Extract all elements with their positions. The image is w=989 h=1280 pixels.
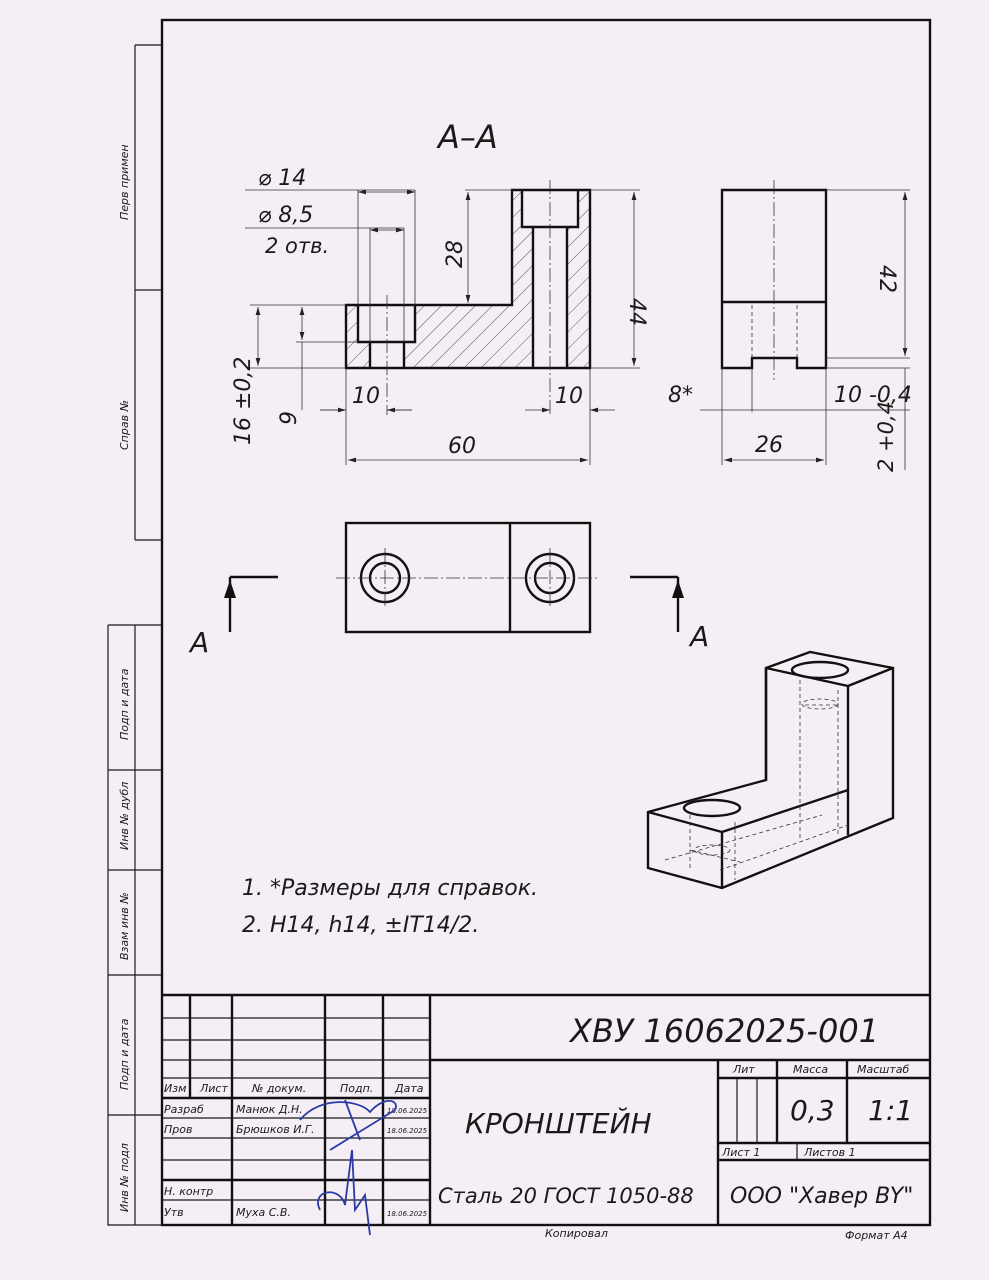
dim-26: 26 — [755, 433, 783, 458]
strip-label: Инв № дубл — [118, 782, 131, 850]
isometric-hidden-lines — [664, 680, 849, 880]
drawing-text: Муха С.В. — [236, 1206, 291, 1219]
drawing-text: Пров — [164, 1123, 192, 1136]
drawing-text: Масса — [793, 1063, 828, 1076]
strip-label: Инв № подл — [118, 1143, 131, 1212]
drawing-text: Подп. — [340, 1082, 373, 1095]
drawing-text: Масштаб — [857, 1063, 909, 1076]
dim-10-tol: 10 -0,4 — [834, 383, 912, 408]
designation: ХВУ 16062025-001 — [568, 1012, 879, 1050]
strip-label: Перв примен — [118, 144, 131, 220]
dim-dia14: ⌀ 14 — [258, 166, 306, 191]
side-view: 42 8* 10 -0,4 26 2 +0,4 — [668, 180, 912, 472]
isometric-view — [646, 650, 895, 890]
mass-value: 0,3 — [790, 1094, 835, 1127]
section-dimensions: ⌀ 14 ⌀ 8,5 2 отв. 28 44 16 ±0,2 9 10 10 … — [231, 166, 649, 465]
drawing-text: Н. контр — [164, 1185, 213, 1198]
drawing-text: Лит — [732, 1063, 755, 1076]
dim-10-right: 10 — [555, 384, 583, 409]
dim-28: 28 — [443, 240, 468, 268]
strip-label: Справ № — [118, 400, 131, 450]
dim-10-left: 10 — [352, 384, 380, 409]
drawing-text: Утв — [164, 1206, 184, 1219]
drawing-text: Изм — [164, 1082, 186, 1095]
dim-2-tol: 2 +0,4 — [874, 401, 898, 472]
signatures — [299, 1099, 397, 1236]
section-view — [344, 180, 592, 415]
title-block: ХВУ 16062025-001 КРОНШТЕЙН Сталь 20 ГОСТ… — [162, 993, 930, 1225]
dim-42: 42 — [874, 265, 899, 293]
top-view — [336, 521, 600, 634]
drawing-text: А — [688, 620, 709, 653]
dim-holes: 2 отв. — [265, 234, 329, 258]
drawing-text: Брюшков И.Г. — [236, 1123, 315, 1136]
company: ООО "Хавер BY" — [730, 1184, 913, 1209]
drawing-text: Разраб — [164, 1103, 204, 1116]
dim-8-ref: 8* — [668, 383, 693, 408]
part-name: КРОНШТЕЙН — [465, 1106, 652, 1140]
dim-dia85: ⌀ 8,5 — [258, 203, 313, 228]
drawing-text: 18.06.2025 — [387, 1107, 428, 1115]
drawing-text: Манюк Д.Н. — [236, 1103, 303, 1116]
strip-label: Подп и дата — [118, 1018, 131, 1090]
format-label: Формат А4 — [845, 1229, 908, 1242]
drawing-text: Листов 1 — [803, 1146, 856, 1159]
drawing-frame — [107, 18, 932, 1227]
drawing-text: 18.06.2025 — [387, 1127, 428, 1135]
copied-label: Копировал — [545, 1227, 608, 1240]
note-1: 1. *Размеры для справок. — [242, 876, 538, 901]
drawing-text: № докум. — [251, 1082, 306, 1095]
drawing-text: Лист 1 — [721, 1146, 760, 1159]
note-2: 2. H14, h14, ±IT14/2. — [242, 913, 479, 938]
cutting-plane-marks: А А — [188, 575, 709, 659]
material: Сталь 20 ГОСТ 1050-88 — [438, 1184, 694, 1208]
drawing-text: 18.06.2025 — [387, 1210, 428, 1218]
strip-label: Взам инв № — [118, 892, 131, 960]
scale-value: 1:1 — [868, 1094, 913, 1127]
section-label: А–А — [436, 118, 498, 156]
dim-44: 44 — [624, 298, 649, 326]
dim-9: 9 — [277, 411, 302, 425]
dim-60: 60 — [448, 434, 476, 459]
drawing-text: Дата — [394, 1082, 424, 1095]
dim-16: 16 ±0,2 — [231, 357, 256, 445]
strip-label: Подп и дата — [118, 668, 131, 740]
drawing-text: Лист — [199, 1082, 228, 1095]
side-strip: Перв примен Справ № Подп и дата Инв № ду… — [118, 144, 131, 1212]
drawing-text: А — [188, 626, 209, 659]
